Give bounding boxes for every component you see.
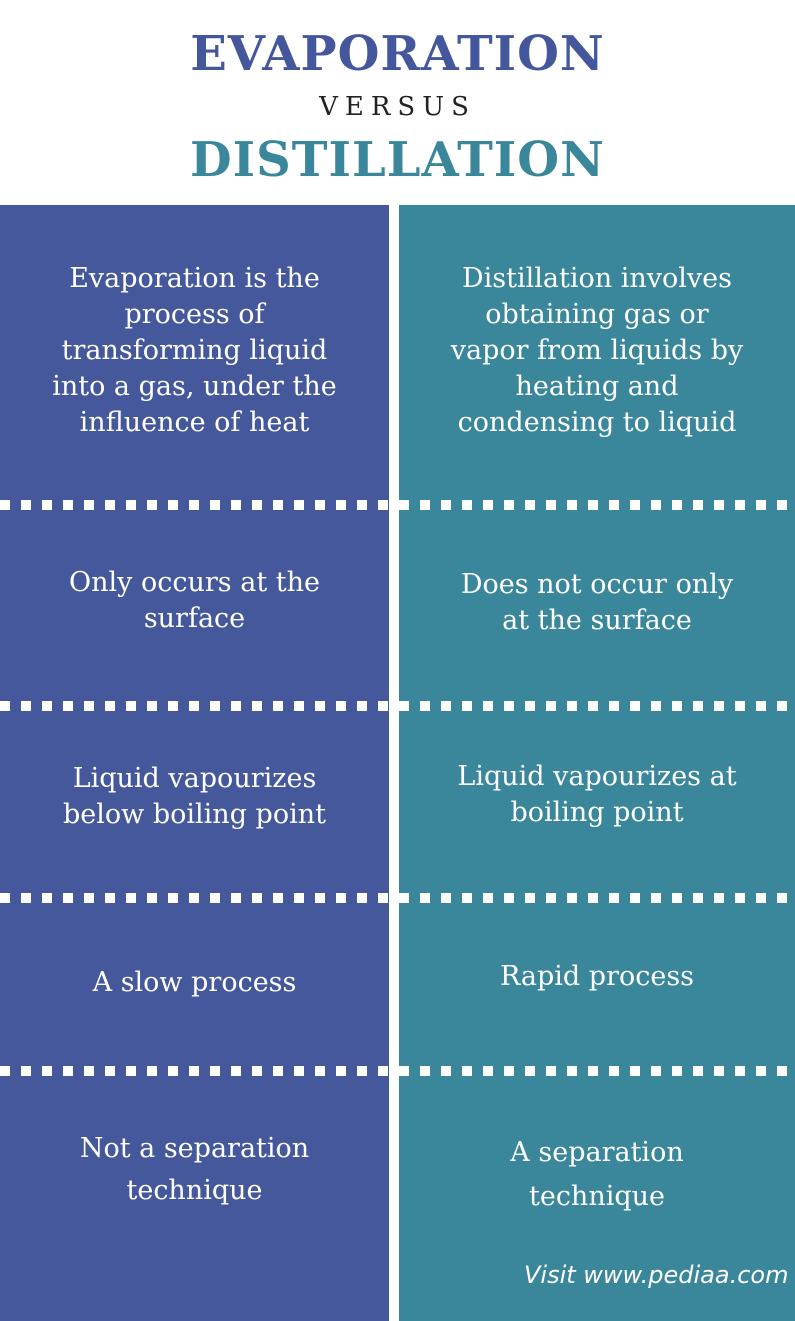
text-line: below boiling point: [63, 799, 326, 830]
evaporation-row-2-text: Only occurs at the surface: [69, 565, 320, 637]
pediaa-watermark: Visit www.pediaa.com: [524, 1261, 789, 1289]
distillation-row-1: Distillation involves obtaining gas or v…: [399, 205, 795, 497]
evaporation-row-5-text: Not a separation technique: [80, 1128, 309, 1212]
text-line: Evaporation is the: [69, 263, 320, 294]
text-line: at the surface: [502, 605, 692, 636]
text-line: Liquid vapourizes at: [457, 761, 737, 792]
dotted-divider: [0, 701, 795, 711]
text-line: Does not occur only: [460, 569, 734, 600]
evaporation-row-3-text: Liquid vapourizes below boiling point: [63, 761, 326, 833]
text-line: technique: [528, 1181, 665, 1212]
text-line: process of: [124, 299, 265, 330]
header: EVAPORATION VERSUS DISTILLATION: [0, 0, 795, 205]
distillation-row-3: Liquid vapourizes at boiling point: [399, 712, 795, 878]
versus-label: VERSUS: [319, 92, 476, 122]
dotted-divider: [0, 500, 795, 510]
dotted-divider: [0, 893, 795, 903]
text-line: Not a separation: [79, 1133, 310, 1164]
distillation-row-3-text: Liquid vapourizes at boiling point: [457, 759, 736, 831]
distillation-row-1-text: Distillation involves obtaining gas or v…: [451, 261, 744, 441]
text-line: A separation: [510, 1137, 684, 1168]
text-line: into a gas, under the: [52, 371, 337, 402]
evaporation-column: [0, 205, 389, 1321]
text-line: Liquid vapourizes: [72, 763, 317, 794]
distillation-column: [399, 205, 795, 1321]
text-line: surface: [143, 603, 246, 634]
title-distillation: DISTILLATION: [190, 132, 605, 188]
distillation-row-5-text: A separation technique: [510, 1131, 683, 1219]
text-line: condensing to liquid: [457, 407, 737, 438]
distillation-row-5: A separation technique: [399, 1100, 795, 1250]
evaporation-row-5: Not a separation technique: [0, 1095, 389, 1245]
distillation-row-2-text: Does not occur only at the surface: [461, 567, 733, 639]
text-line: boiling point: [510, 797, 684, 828]
evaporation-row-3: Liquid vapourizes below boiling point: [0, 714, 389, 880]
distillation-row-4: Rapid process: [399, 900, 795, 1054]
distillation-row-4-text: Rapid process: [500, 959, 694, 995]
dotted-divider: [0, 1066, 795, 1076]
evaporation-row-1: Evaporation is the process of transformi…: [0, 205, 389, 497]
title-evaporation: EVAPORATION: [190, 26, 605, 82]
text-line: vapor from liquids by: [450, 335, 744, 366]
evaporation-row-4-text: A slow process: [93, 965, 297, 1001]
text-line: transforming liquid: [61, 335, 328, 366]
evaporation-row-1-text: Evaporation is the process of transformi…: [52, 261, 337, 441]
text-line: technique: [126, 1175, 263, 1206]
text-line: Rapid process: [499, 961, 695, 992]
text-line: influence of heat: [79, 407, 310, 438]
evaporation-row-4: A slow process: [0, 906, 389, 1060]
evaporation-row-2: Only occurs at the surface: [0, 513, 389, 689]
text-line: Only occurs at the: [69, 567, 320, 598]
distillation-row-2: Does not occur only at the surface: [399, 515, 795, 691]
text-line: A slow process: [92, 967, 297, 998]
text-line: Distillation involves: [462, 263, 732, 294]
text-line: obtaining gas or: [485, 299, 709, 330]
text-line: heating and: [515, 371, 679, 402]
